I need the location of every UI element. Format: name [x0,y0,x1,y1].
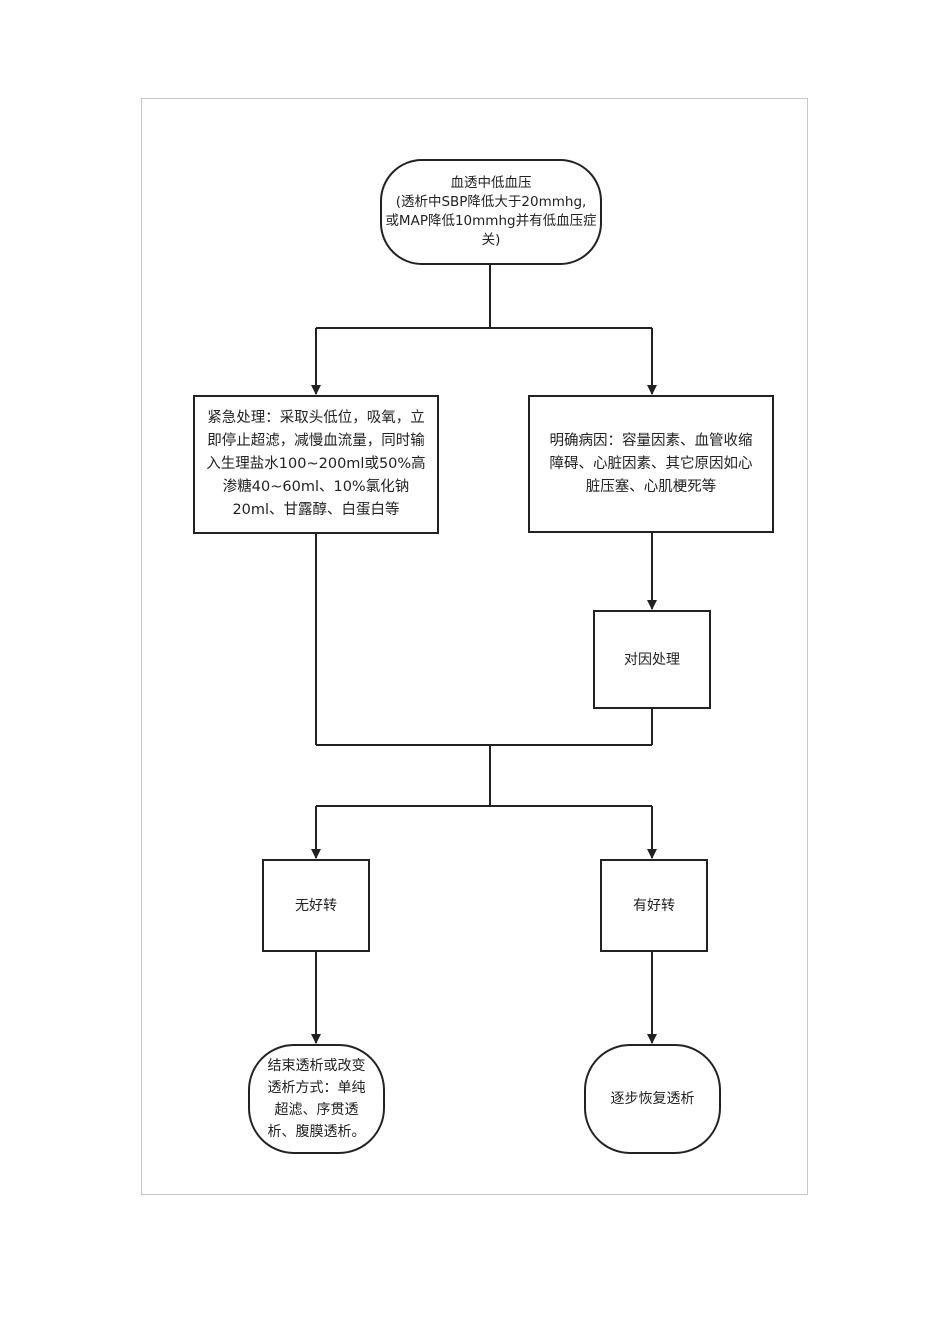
emergency-node: 紧急处理：采取头低位，吸氧，立即停止超滤，减慢血流量，同时输入生理盐水100~2… [193,395,439,534]
cause-node-text: 明确病因：容量因素、血管收缩障碍、心脏因素、其它原因如心脏压塞、心肌梗死等 [549,432,753,495]
end-left-node: 结束透析或改变透析方式：单纯超滤、序贯透析、腹膜透析。 [248,1044,385,1154]
cause-node: 明确病因：容量因素、血管收缩障碍、心脏因素、其它原因如心脏压塞、心肌梗死等 [528,395,774,533]
no-improve-node: 无好转 [262,859,370,952]
end-left-node-text: 结束透析或改变透析方式：单纯超滤、序贯透析、腹膜透析。 [267,1058,366,1140]
emergency-node-text: 紧急处理：采取头低位，吸氧，立即停止超滤，减慢血流量，同时输入生理盐水100~2… [206,410,426,518]
start-node-line4: 关) [481,232,501,248]
treat-cause-node-text: 对因处理 [624,651,680,668]
start-node-line1: 血透中低血压 [450,175,532,191]
treat-cause-node: 对因处理 [593,610,711,709]
improve-node: 有好转 [600,859,708,952]
start-node: 血透中低血压 (透析中SBP降低大于20mmhg, 或MAP降低10mmhg并有… [380,159,602,265]
start-node-line3: 或MAP降低10mmhg并有低血压症 [385,213,597,229]
end-right-node: 逐步恢复透析 [584,1044,721,1154]
improve-node-text: 有好转 [633,897,675,914]
no-improve-node-text: 无好转 [295,897,337,914]
start-node-line2: (透析中SBP降低大于20mmhg, [395,194,587,210]
diagram-frame [141,98,808,1195]
end-right-node-text: 逐步恢复透析 [610,1091,695,1107]
